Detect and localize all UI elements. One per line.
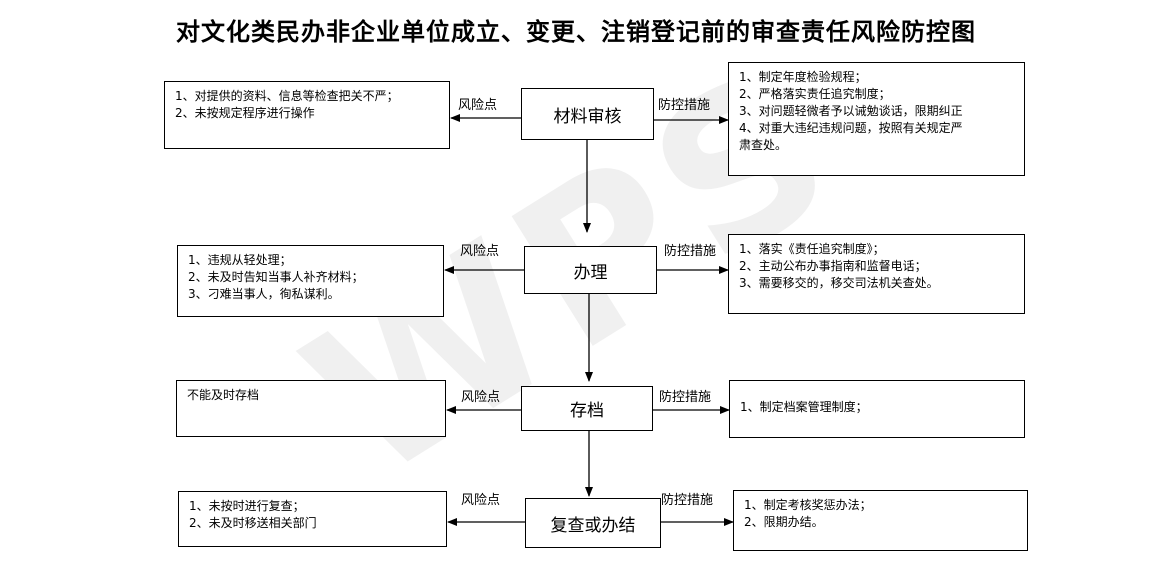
risk-item: 2、未及时移送相关部门 [189,516,317,530]
risk-item: 1、未按时进行复查； [189,499,305,513]
risk-box-3: 不能及时存档 [176,380,446,437]
risk-label: 风险点 [461,390,501,405]
control-label: 防控措施 [658,98,711,113]
control-item: 1、落实《责任追究制度》； [739,242,885,256]
control-label: 防控措施 [664,244,717,259]
control-item: 4、对重大违纪违规问题，按照有关规定严 [739,121,963,135]
page-title: 对文化类民办非企业单位成立、变更、注销登记前的审查责任风险防控图 [176,18,976,46]
risk-item: 3、刁难当事人，徇私谋利。 [188,287,340,301]
risk-item: 1、对提供的资料、信息等检查把关不严； [175,89,399,103]
risk-label: 风险点 [458,98,498,113]
risk-label: 风险点 [461,493,501,508]
control-item: 肃查处。 [739,138,788,152]
control-item: 3、需要移交的，移交司法机关查处。 [739,276,939,290]
process-label: 办理 [573,262,608,283]
process-label: 存档 [570,401,604,421]
process-box-archive: 存档 [521,386,653,431]
risk-item: 2、未及时告知当事人补齐材料； [188,270,364,284]
control-box-1: 1、制定年度检验规程； 2、严格落实责任追究制度； 3、对问题轻微者予以诫勉谈话… [728,62,1025,176]
risk-box-2: 1、违规从轻处理； 2、未及时告知当事人补齐材料； 3、刁难当事人，徇私谋利。 [177,245,444,317]
control-item: 2、限期办结。 [744,515,824,529]
control-label: 防控措施 [661,493,714,508]
control-box-2: 1、落实《责任追究制度》； 2、主动公布办事指南和监督电话； 3、需要移交的，移… [728,234,1025,314]
control-item: 2、严格落实责任追究制度； [739,87,891,101]
control-box-3: 1、制定档案管理制度； [729,380,1025,438]
control-item: 1、制定档案管理制度； [740,400,868,414]
control-item: 3、对问题轻微者予以诫勉谈话，限期纠正 [739,104,963,118]
risk-box-4: 1、未按时进行复查； 2、未及时移送相关部门 [178,491,447,547]
risk-item: 2、未按规定程序进行操作 [175,106,315,120]
process-label: 复查或办结 [550,515,636,536]
process-box-material-review: 材料审核 [521,88,654,140]
process-box-handle: 办理 [524,246,657,294]
control-item: 2、主动公布办事指南和监督电话； [739,259,927,273]
control-label: 防控措施 [659,390,712,405]
process-box-review-or-close: 复查或办结 [525,498,661,548]
risk-label: 风险点 [460,244,500,259]
process-label: 材料审核 [553,106,622,127]
control-box-4: 1、制定考核奖惩办法； 2、限期办结。 [733,490,1028,551]
risk-item: 1、违规从轻处理； [188,253,292,267]
risk-item: 不能及时存档 [187,388,260,402]
control-item: 1、制定考核奖惩办法； [744,498,872,512]
risk-box-1: 1、对提供的资料、信息等检查把关不严； 2、未按规定程序进行操作 [164,81,450,149]
control-item: 1、制定年度检验规程； [739,70,867,84]
